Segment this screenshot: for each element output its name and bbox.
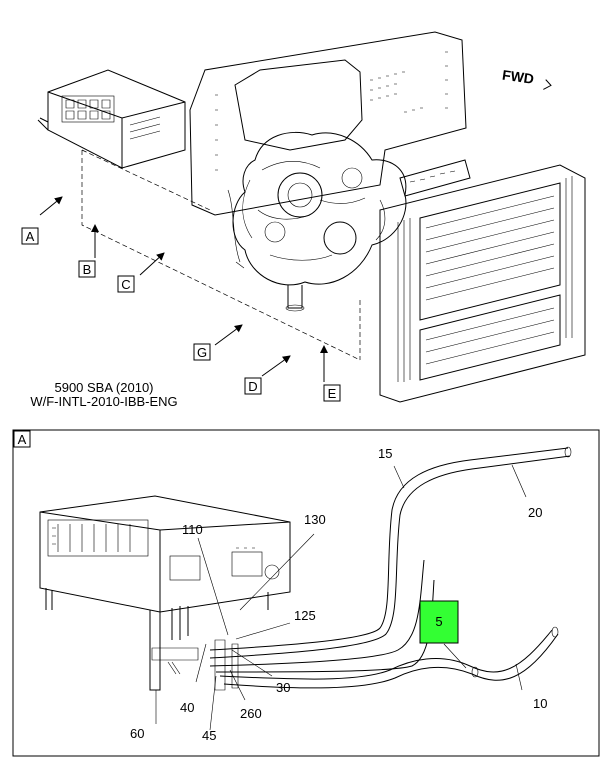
view-marker-b[interactable]: B: [78, 260, 96, 278]
fwd-arrow-icon: [543, 79, 552, 90]
callout-15[interactable]: 15: [378, 446, 392, 461]
view-marker-e[interactable]: E: [323, 384, 341, 402]
vehicle-overview-drawing: FWD A B C G D E: [21, 31, 586, 409]
engine-assembly: [227, 131, 407, 312]
callout-260[interactable]: 260: [240, 706, 262, 721]
view-marker-c[interactable]: C: [117, 275, 135, 293]
view-marker-b-label: B: [83, 262, 92, 277]
fwd-label: FWD: [501, 67, 535, 87]
callout-60[interactable]: 60: [130, 726, 144, 741]
frame-outline: [81, 149, 361, 361]
module-detail: [39, 495, 291, 691]
module-box: [37, 69, 186, 169]
view-marker-d[interactable]: D: [244, 377, 262, 395]
view-arrow-c: [139, 252, 165, 276]
view-marker-a[interactable]: A: [21, 227, 39, 245]
detail-frame-label: A: [18, 432, 27, 447]
detail-view-a: A: [12, 429, 600, 757]
view-marker-d-label: D: [248, 379, 257, 394]
callout-5[interactable]: 5: [435, 614, 442, 629]
diagram-caption-model: 5900 SBA (2010): [54, 380, 153, 395]
view-arrow-d: [261, 355, 291, 377]
callout-30[interactable]: 30: [276, 680, 290, 695]
view-arrow-g: [214, 324, 243, 346]
callout-130[interactable]: 130: [304, 512, 326, 527]
radiator-assembly: [379, 159, 586, 403]
callout-45[interactable]: 45: [202, 728, 216, 743]
highlighted-part-box[interactable]: [419, 600, 459, 644]
callout-20[interactable]: 20: [528, 505, 542, 520]
view-marker-e-label: E: [328, 386, 337, 401]
callout-125[interactable]: 125: [294, 608, 316, 623]
hose-assembly: [209, 446, 572, 691]
view-marker-c-label: C: [121, 277, 130, 292]
detail-frame-marker: [13, 430, 31, 448]
callout-10[interactable]: 10: [533, 696, 547, 711]
leader-lines: [155, 464, 527, 731]
view-marker-a-label: A: [26, 229, 35, 244]
view-marker-g-label: G: [197, 345, 207, 360]
diagram-caption-code: W/F-INTL-2010-IBB-ENG: [30, 394, 177, 409]
callout-40[interactable]: 40: [180, 700, 194, 715]
bulkhead-plate: [189, 31, 467, 216]
view-arrow-a: [39, 196, 63, 216]
detail-frame: [12, 429, 600, 757]
view-marker-g[interactable]: G: [193, 343, 211, 361]
callout-110[interactable]: 110: [182, 522, 203, 537]
